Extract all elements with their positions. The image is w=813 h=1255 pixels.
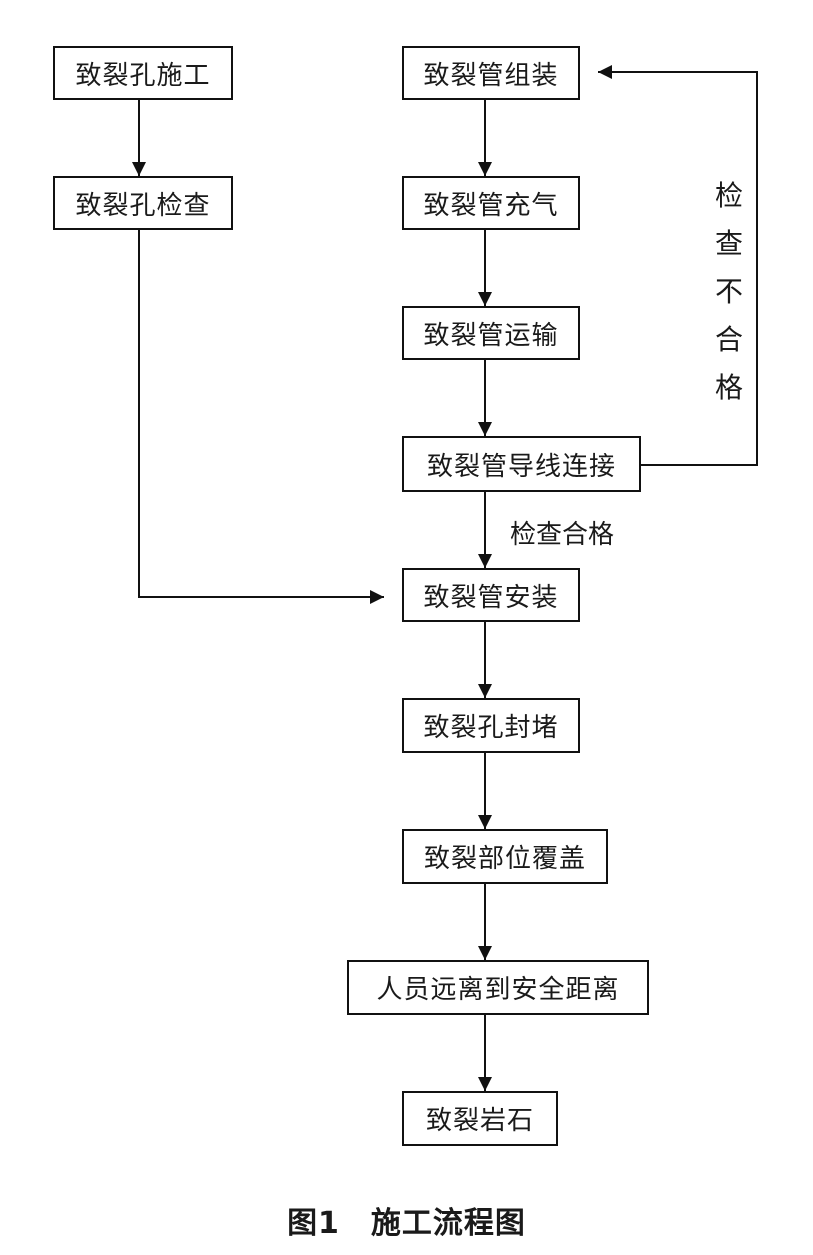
label-check-pass: 检查合格 [510, 520, 615, 550]
node-tube-inflate: 致裂管充气 [402, 176, 580, 230]
arrow-fail-loop [598, 65, 758, 466]
arrow-check-to-install [138, 230, 384, 604]
label-check-fail-char: 合 [714, 323, 743, 356]
node-hole-check: 致裂孔检查 [53, 176, 233, 230]
label-check-fail-char: 不 [714, 275, 743, 308]
label-check-fail-char: 查 [714, 227, 743, 260]
figure-caption: 图1 施工流程图 [287, 1206, 526, 1241]
node-area-cover: 致裂部位覆盖 [402, 829, 608, 884]
label-check-fail: 检 查 不 合 格 [709, 172, 749, 412]
node-rock-fracture: 致裂岩石 [402, 1091, 558, 1146]
node-tube-assembly: 致裂管组装 [402, 46, 580, 100]
node-evacuate: 人员远离到安全距离 [347, 960, 649, 1015]
node-tube-install: 致裂管安装 [402, 568, 580, 622]
node-drill-hole: 致裂孔施工 [53, 46, 233, 100]
label-check-fail-char: 检 [714, 179, 743, 212]
node-tube-transport: 致裂管运输 [402, 306, 580, 360]
label-check-fail-char: 格 [714, 371, 743, 404]
node-hole-seal: 致裂孔封堵 [402, 698, 580, 753]
node-tube-wire-connect: 致裂管导线连接 [402, 436, 641, 492]
